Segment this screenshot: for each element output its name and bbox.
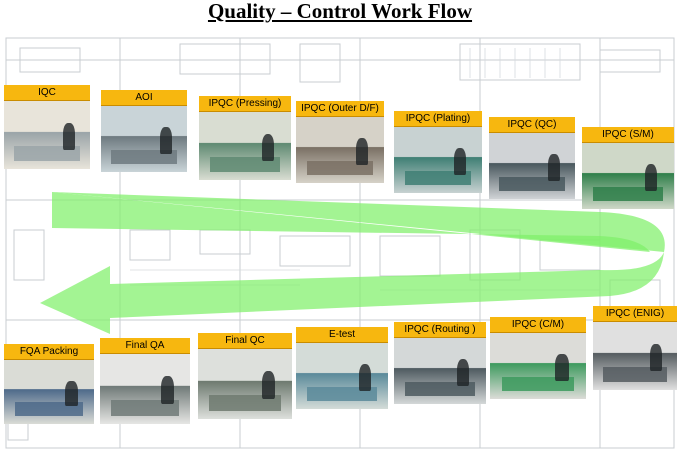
step-ipqc-cm-photo: [490, 333, 586, 399]
step-e-test-photo: [296, 343, 388, 409]
step-e-test: E-test: [296, 327, 388, 343]
step-label: Final QC: [198, 333, 292, 349]
person-silhouette: [355, 138, 369, 165]
step-fqa-packing-photo: [4, 360, 94, 424]
person-silhouette: [453, 148, 467, 175]
step-ipqc-sm: IPQC (S/M): [582, 127, 674, 143]
person-silhouette: [547, 154, 560, 181]
step-ipqc-cm: IPQC (C/M): [490, 317, 586, 333]
step-ipqc-routing: IPQC (Routing ): [394, 322, 486, 338]
step-label: IPQC (Pressing): [199, 96, 291, 112]
step-ipqc-qc-photo: [489, 133, 575, 199]
person-silhouette: [161, 376, 174, 405]
step-label: IPQC (Outer D/F): [296, 101, 384, 117]
workstation-shape: [209, 395, 281, 411]
step-label: IPQC (Routing ): [394, 322, 486, 338]
step-final-qa: Final QA: [100, 338, 190, 354]
step-ipqc-qc: IPQC (QC): [489, 117, 575, 133]
step-ipqc-plating-photo: [394, 127, 482, 193]
step-aoi-photo: [101, 106, 187, 172]
step-label: AOI: [101, 90, 187, 106]
step-fqa-packing: FQA Packing: [4, 344, 94, 360]
step-ipqc-enig: IPQC (ENIG): [593, 306, 677, 322]
person-silhouette: [65, 380, 78, 407]
step-label: IQC: [4, 85, 90, 101]
step-label: Final QA: [100, 338, 190, 354]
step-ipqc-enig-photo: [593, 322, 677, 390]
page-title: Quality – Control Work Flow: [207, 0, 473, 23]
step-ipqc-pressing: IPQC (Pressing): [199, 96, 291, 112]
workstation-shape: [110, 400, 180, 416]
person-silhouette: [644, 164, 658, 191]
person-silhouette: [555, 354, 569, 381]
step-ipqc-sm-photo: [582, 143, 674, 209]
step-ipqc-outer-df: IPQC (Outer D/F): [296, 101, 384, 117]
person-silhouette: [62, 122, 75, 150]
person-silhouette: [159, 127, 172, 154]
step-label: IPQC (ENIG): [593, 306, 677, 322]
step-final-qa-photo: [100, 354, 190, 424]
step-final-qc: Final QC: [198, 333, 292, 349]
step-aoi: AOI: [101, 90, 187, 106]
step-label: IPQC (QC): [489, 117, 575, 133]
step-label: IPQC (S/M): [582, 127, 674, 143]
person-silhouette: [261, 371, 276, 400]
step-label: E-test: [296, 327, 388, 343]
step-label: IPQC (C/M): [490, 317, 586, 333]
person-silhouette: [358, 364, 372, 391]
step-label: FQA Packing: [4, 344, 94, 360]
step-ipqc-outer-df-photo: [296, 117, 384, 183]
person-silhouette: [261, 133, 275, 161]
step-iqc-photo: [4, 101, 90, 169]
step-final-qc-photo: [198, 349, 292, 419]
person-silhouette: [650, 343, 662, 371]
person-silhouette: [456, 359, 470, 386]
step-ipqc-routing-photo: [394, 338, 486, 404]
step-ipqc-plating: IPQC (Plating): [394, 111, 482, 127]
step-label: IPQC (Plating): [394, 111, 482, 127]
step-ipqc-pressing-photo: [199, 112, 291, 180]
step-iqc: IQC: [4, 85, 90, 101]
